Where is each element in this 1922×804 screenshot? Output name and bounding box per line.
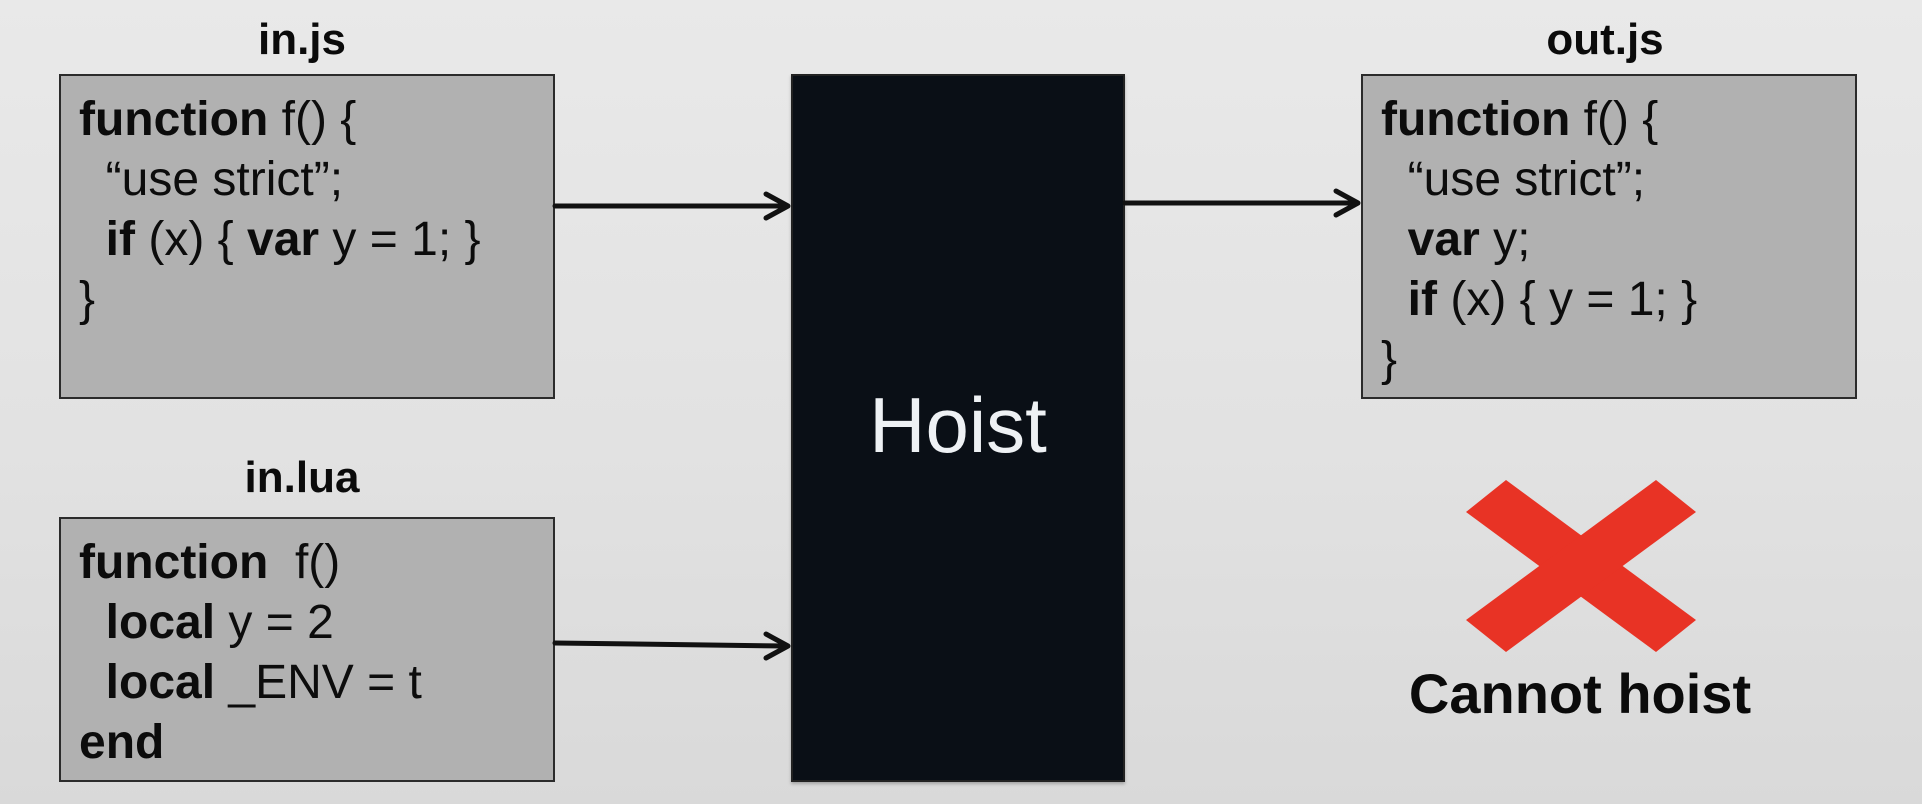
code-line: end [79,716,165,769]
arrow-head [763,631,791,661]
code-line: function f() { [1381,93,1659,146]
code-line: if (x) { var y = 1; } [105,213,481,266]
in-js-title: in.js [257,15,347,64]
arrow-head [1333,188,1361,218]
out-js-code-box: function f() { “use strict”; var y; if (… [1361,74,1857,399]
hoist-label: Hoist [869,380,1047,469]
hoist-process-box: Hoist [791,74,1125,782]
out-js-title: out.js [1546,15,1664,64]
code-line: function f() { [79,93,357,146]
in-js-code-box: function f() { “use strict”; if (x) { va… [59,74,555,399]
code-line: var y; [1407,213,1531,266]
code-line: “use strict”; [1407,153,1646,206]
code-line: if (x) { y = 1; } [1407,273,1698,326]
code-line: function f() [79,536,341,589]
code-line: local _ENV = t [105,656,422,709]
red-x-icon [1466,480,1696,652]
code-line: local y = 2 [105,596,334,649]
arrow-head [763,191,791,221]
code-line: } [79,273,96,326]
code-line: “use strict”; [105,153,344,206]
cannot-hoist-label: Cannot hoist [1408,662,1752,725]
code-line: } [1381,333,1398,386]
x-stroke-2 [1466,480,1696,652]
in-lua-title: in.lua [244,453,360,502]
arrow-lua-to-hoist [552,640,789,649]
in-lua-code-box: function f() local y = 2 local _ENV = t … [59,517,555,782]
